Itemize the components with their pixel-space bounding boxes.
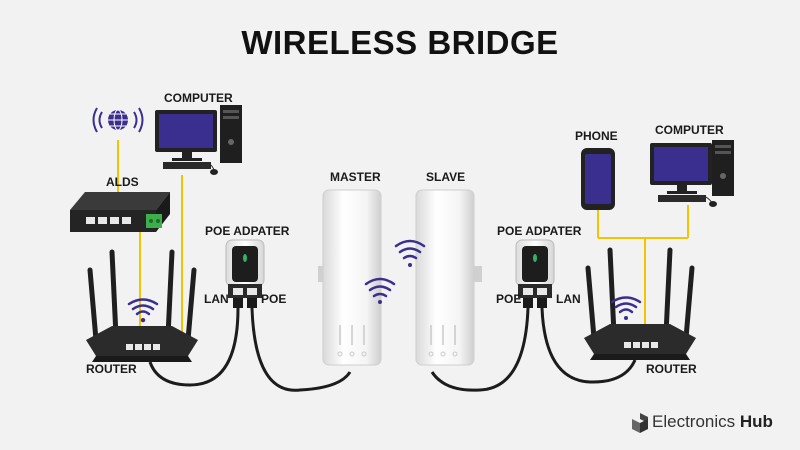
cable-left-lan-router	[148, 307, 240, 387]
label-master: MASTER	[330, 170, 381, 184]
brand-name-part1: Electronics	[652, 412, 740, 431]
label-computer-left: COMPUTER	[164, 91, 233, 105]
cable-left-poe-master	[250, 307, 352, 392]
diagram-title: WIRELESS BRIDGE	[241, 24, 559, 61]
alds-switch-icon	[70, 192, 170, 232]
label-phone: PHONE	[575, 129, 618, 143]
label-router-left: ROUTER	[86, 362, 137, 376]
router-right-icon	[584, 247, 696, 360]
link-lines	[117, 140, 689, 345]
computer-right-icon	[650, 140, 734, 207]
label-lan-left: LAN	[204, 292, 229, 306]
globe-icon	[92, 107, 144, 133]
brand-logo: Electronics Hub	[632, 410, 792, 434]
label-poe-adapter-left: POE ADPATER	[205, 224, 290, 238]
phone-icon	[581, 148, 615, 210]
brand-name-part2: Hub	[739, 412, 773, 431]
router-left-icon	[86, 249, 198, 362]
label-slave: SLAVE	[426, 170, 466, 184]
poe-adapter-right-icon	[515, 239, 555, 308]
label-router-right: ROUTER	[646, 362, 697, 376]
label-alds: ALDS	[106, 175, 139, 189]
brand-name: Electronics Hub	[652, 412, 773, 432]
brand-icon	[632, 413, 648, 433]
label-lan-right: LAN	[556, 292, 581, 306]
ethernet-cables	[148, 307, 637, 392]
poe-adapter-left-icon	[225, 239, 265, 308]
label-poe-adapter-right: POE ADPATER	[497, 224, 582, 238]
label-poe-left: POE	[261, 292, 287, 306]
label-poe-right: POE	[496, 292, 522, 306]
computer-left-icon	[155, 105, 242, 175]
cable-right-lan-router	[540, 307, 637, 384]
label-computer-right: COMPUTER	[655, 123, 724, 137]
cable-slave-right-poe	[430, 307, 530, 392]
slave-radio-icon	[394, 189, 482, 366]
master-radio-icon	[318, 189, 396, 366]
